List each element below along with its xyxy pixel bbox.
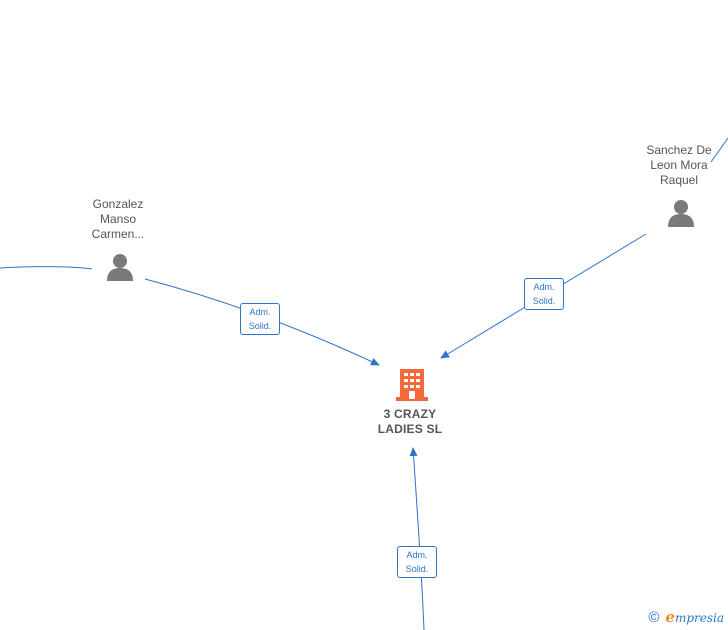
person-name-sanchez[interactable]: Sanchez De Leon Mora Raquel <box>646 143 712 187</box>
role-line1: Adm. <box>406 550 428 560</box>
building-icon[interactable] <box>396 367 428 403</box>
person-icon[interactable] <box>666 198 696 228</box>
copyright-icon: © <box>648 608 660 626</box>
edge-offscreen-left <box>0 266 93 270</box>
person-icon[interactable] <box>105 252 135 282</box>
role-line2: Solid. <box>248 321 272 331</box>
brand-logo[interactable]: empresia <box>665 608 724 626</box>
footer-brand[interactable]: © empresia <box>648 608 724 626</box>
role-line2: Solid. <box>405 564 429 574</box>
person-name-gonzalez[interactable]: Gonzalez Manso Carmen... <box>91 197 145 241</box>
edge-bottom-company <box>409 447 425 630</box>
brand-rest: mpresia <box>674 611 724 625</box>
role-badge-gonzalez[interactable]: Adm. Solid. <box>240 303 280 335</box>
edge-offscreen-top-right <box>710 137 728 163</box>
role-badge-bottom[interactable]: Adm. Solid. <box>397 546 437 578</box>
brand-initial: e <box>665 608 675 626</box>
role-line2: Solid. <box>532 296 556 306</box>
role-line1: Adm. <box>249 307 271 317</box>
role-line1: Adm. <box>533 282 555 292</box>
role-badge-sanchez[interactable]: Adm. Solid. <box>524 278 564 310</box>
company-name[interactable]: 3 CRAZY LADIES SL <box>377 407 443 436</box>
